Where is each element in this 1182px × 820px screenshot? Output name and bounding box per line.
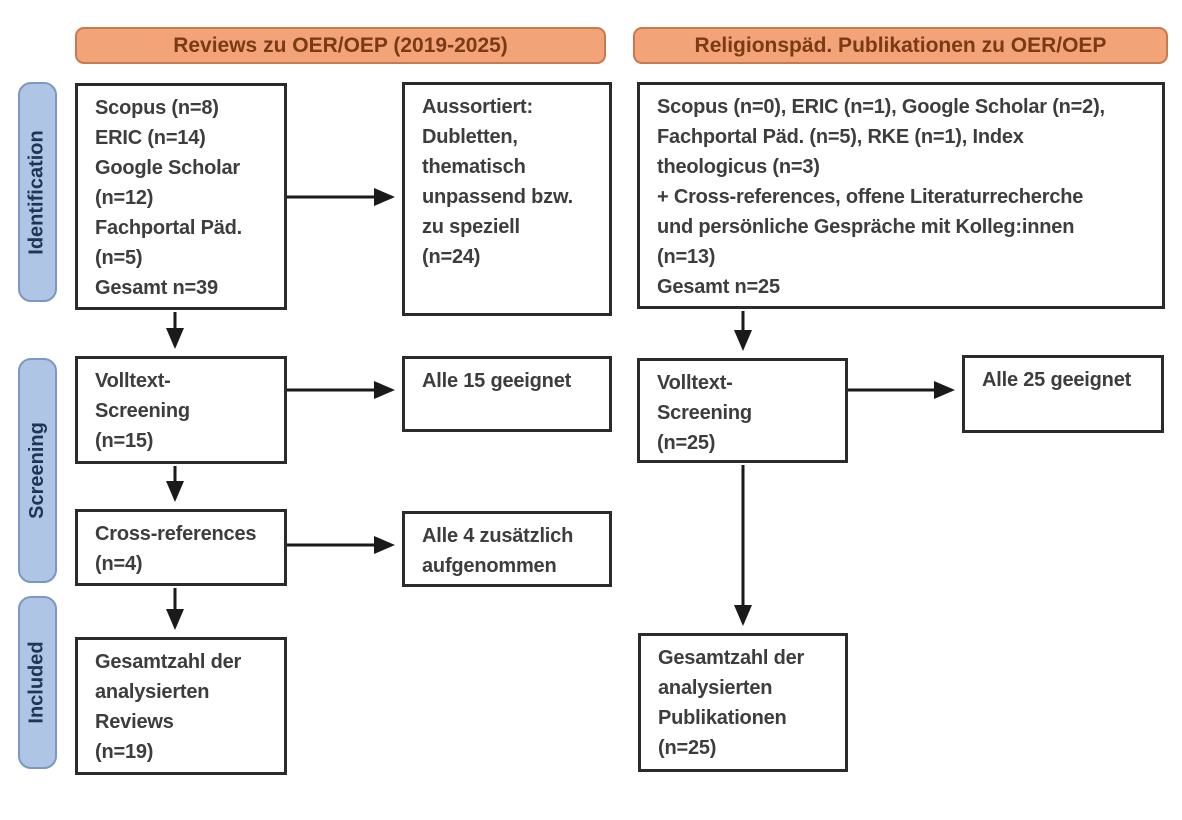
box-cross-references: Cross-references (n=4) — [75, 509, 287, 586]
stage-label-identification: Identification — [18, 82, 57, 302]
box-excluded-text: Aussortiert: Dubletten, thematisch unpas… — [422, 96, 573, 268]
box-fulltext-screening-publications: Volltext- Screening (n=25) — [637, 358, 848, 463]
column-header-religionspaed: Religionspäd. Publikationen zu OER/OEP — [633, 27, 1168, 64]
column-header-reviews-label: Reviews zu OER/OEP (2019-2025) — [173, 33, 508, 57]
box-fulltext-screening-publications-text: Volltext- Screening (n=25) — [657, 372, 752, 454]
box-fulltext-screening-reviews: Volltext- Screening (n=15) — [75, 356, 287, 464]
box-total-reviews-text: Gesamtzahl der analysierten Reviews (n=1… — [95, 651, 242, 763]
box-eligible-publications-text: Alle 25 geeignet — [982, 369, 1132, 391]
box-added-refs: Alle 4 zusätzlich aufgenommen — [402, 511, 612, 587]
column-header-religionspaed-label: Religionspäd. Publikationen zu OER/OEP — [694, 33, 1107, 57]
stage-label-screening-text: Screening — [26, 422, 49, 519]
stage-label-screening: Screening — [18, 358, 57, 583]
box-eligible-reviews-text: Alle 15 geeignet — [422, 370, 572, 392]
box-total-publications-text: Gesamtzahl der analysierten Publikatione… — [658, 647, 805, 759]
column-header-reviews: Reviews zu OER/OEP (2019-2025) — [75, 27, 606, 64]
box-excluded: Aussortiert: Dubletten, thematisch unpas… — [402, 82, 612, 316]
box-cross-references-text: Cross-references (n=4) — [95, 523, 257, 575]
stage-label-included-text: Included — [26, 641, 49, 724]
stage-label-included: Included — [18, 596, 57, 769]
box-eligible-reviews: Alle 15 geeignet — [402, 356, 612, 432]
box-total-publications: Gesamtzahl der analysierten Publikatione… — [638, 633, 848, 772]
box-fulltext-screening-reviews-text: Volltext- Screening (n=15) — [95, 370, 190, 452]
box-religion-sources-text: Scopus (n=0), ERIC (n=1), Google Scholar… — [657, 96, 1105, 298]
box-total-reviews: Gesamtzahl der analysierten Reviews (n=1… — [75, 637, 287, 775]
stage-label-identification-text: Identification — [26, 129, 49, 255]
box-review-sources-text: Scopus (n=8) ERIC (n=14) Google Scholar … — [95, 97, 243, 299]
box-added-refs-text: Alle 4 zusätzlich aufgenommen — [422, 525, 574, 577]
box-review-sources: Scopus (n=8) ERIC (n=14) Google Scholar … — [75, 83, 287, 310]
box-religion-sources: Scopus (n=0), ERIC (n=1), Google Scholar… — [637, 82, 1165, 309]
box-eligible-publications: Alle 25 geeignet — [962, 355, 1164, 433]
